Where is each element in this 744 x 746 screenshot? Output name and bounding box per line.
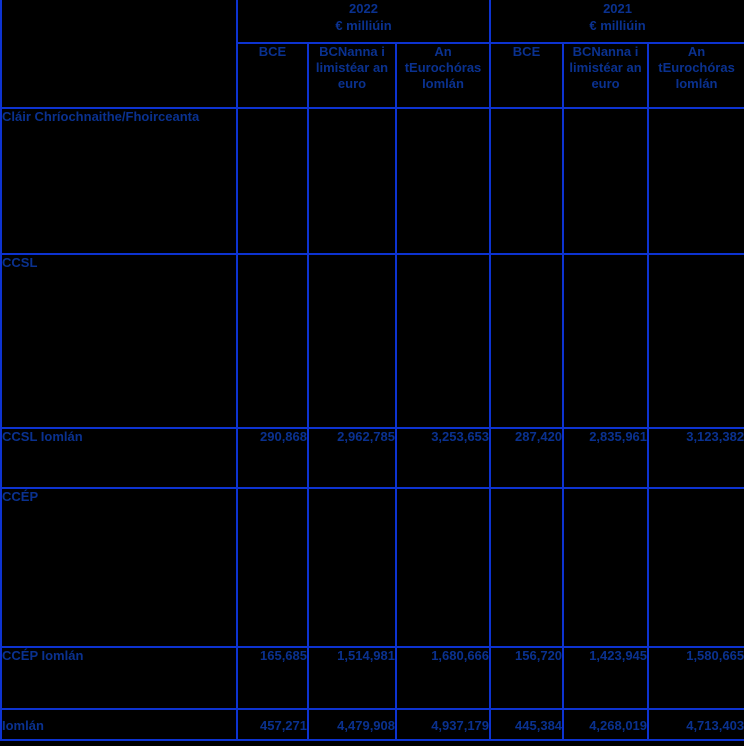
value-cell: 3,253,653 [394,427,492,489]
value-cell: 156,720 [489,646,565,710]
value-cell: 445,384 [489,708,565,741]
row-label: CCSL Iomlán [0,427,238,489]
row-label: Cláir Chríochnaithe/Fhoirceanta [0,107,238,255]
subheader-eurosystem-2021: An tEurochóras Iomlán [647,42,744,109]
row-label: Iomlán [0,708,238,741]
value-cell: 165,685 [236,646,309,710]
value-cell [307,253,397,429]
subheader-ncbs-2022: BCNanna i limistéar an euro [307,42,397,109]
value-cell: 1,580,665 [647,646,744,710]
value-cell [647,487,744,648]
value-cell: 3,123,382 [647,427,744,489]
value-cell [394,107,492,255]
table-row-ccsl-total: CCSL Iomlán 290,868 2,962,785 3,253,653 … [0,427,744,489]
year-label: 2021 [603,1,632,16]
year-label: 2022 [349,1,378,16]
value-cell [562,253,650,429]
value-cell [489,107,565,255]
unit-label: € milliúin [589,18,646,33]
row-label: CCSL [0,253,238,429]
value-cell: 1,680,666 [394,646,492,710]
value-cell [236,107,309,255]
value-cell: 4,713,403 [647,708,744,741]
value-cell: 287,420 [489,427,565,489]
table-row-completed-programmes: Cláir Chríochnaithe/Fhoirceanta [0,107,744,255]
value-cell: 2,962,785 [307,427,397,489]
value-cell [647,107,744,255]
value-cell [236,487,309,648]
table-row-ccep-total: CCÉP Iomlán 165,685 1,514,981 1,680,666 … [0,646,744,710]
subheader-ncbs-2021: BCNanna i limistéar an euro [562,42,650,109]
subheader-row: BCE BCNanna i limistéar an euro An tEuro… [1,42,744,109]
value-cell: 1,423,945 [562,646,650,710]
year-group-2021: 2021 € milliúin [489,0,744,44]
value-cell [562,107,650,255]
year-group-header-row: 2022 € milliúin 2021 € milliúin [0,0,744,109]
subheader-bce-2022: BCE [236,42,309,109]
unit-label: € milliúin [335,18,392,33]
table-row-ccep: CCÉP [0,487,744,648]
value-cell [562,487,650,648]
value-cell: 457,271 [236,708,309,741]
year-group-2022: 2022 € milliúin [235,0,492,44]
value-cell: 2,835,961 [562,427,650,489]
value-cell [394,487,492,648]
value-cell: 4,268,019 [562,708,650,741]
value-cell: 4,937,179 [394,708,492,741]
value-cell: 290,868 [236,427,309,489]
row-label: CCÉP Iomlán [0,646,238,710]
value-cell [647,253,744,429]
value-cell: 4,479,908 [307,708,397,741]
value-cell [236,253,309,429]
value-cell [307,487,397,648]
table-row-grand-total: Iomlán 457,271 4,479,908 4,937,179 445,3… [0,708,744,741]
table-row-ccsl: CCSL [0,253,744,429]
corner-header-cell [0,0,238,109]
value-cell [394,253,492,429]
value-cell [489,253,565,429]
value-cell [307,107,397,255]
subheader-eurosystem-2022: An tEurochóras Iomlán [394,42,492,109]
value-cell: 1,514,981 [307,646,397,710]
subheader-bce-2021: BCE [489,42,565,109]
value-cell [489,487,565,648]
row-label: CCÉP [0,487,238,648]
